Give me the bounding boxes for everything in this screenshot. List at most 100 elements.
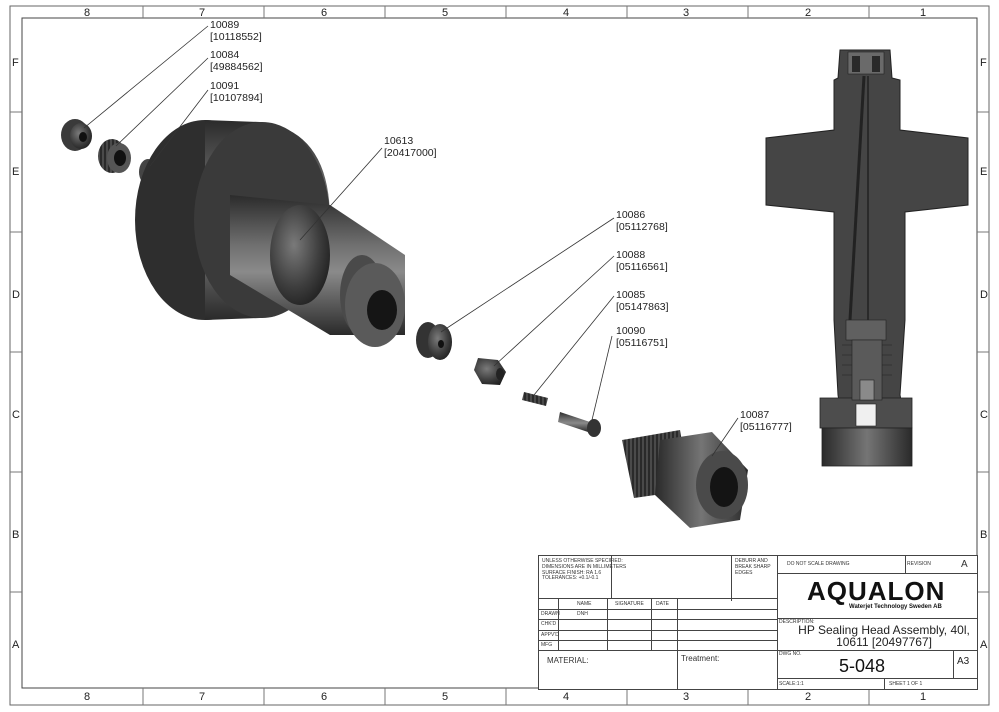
callout-part: 10090 [616,325,645,337]
material-label: MATERIAL: [547,656,589,665]
callout-part: 10613 [384,135,413,147]
zone-left-A: A [12,639,20,651]
do-not-scale-label: DO NOT SCALE DRAWING [787,561,850,567]
zone-top-1: 1 [920,7,926,19]
sheet-size: A3 [957,656,970,667]
zone-ticks [10,6,989,705]
zone-bottom-6: 6 [321,691,327,703]
zone-top-5: 5 [442,7,448,19]
tb-divider [539,609,777,610]
callout-part: 10085 [616,289,645,301]
zone-top-8: 8 [84,7,90,19]
title-block: UNLESS OTHERWISE SPECIFIED: DIMENSIONS A… [538,555,978,690]
zone-labels-right: F E D C B A [980,57,988,651]
col-signature: SIGNATURE [615,601,644,607]
col-date: DATE [656,601,669,607]
tb-divider [539,650,978,651]
zone-top-2: 2 [805,7,811,19]
zone-right-F: F [980,57,987,69]
part-10086-cylinder [416,322,452,360]
tb-divider [539,598,777,599]
zone-right-A: A [980,639,988,651]
drawing-number: 5-048 [839,656,886,676]
treatment-label: Treatment: [681,654,720,663]
callout-code: [20417000] [384,147,437,159]
callout-code: [05116751] [616,337,668,349]
callout-part: 10087 [740,409,769,421]
part-10084-nut [98,139,131,173]
row-chkd: CHK'D [541,621,557,627]
callout-code: [49884562] [210,61,263,73]
tb-divider [651,598,652,650]
callout-code: [05147863] [616,301,669,313]
zone-bottom-3: 3 [683,691,689,703]
zone-bottom-7: 7 [199,691,205,703]
callouts: 10089 [10118552] 10084 [49884562] 10091 … [210,19,792,433]
logo-wordmark: AQUALON [807,576,946,606]
callout-code: [05116561] [616,261,668,273]
part-10085-screw [522,392,548,406]
zone-labels-left: F E D C B A [12,57,20,651]
callout-code: [05116777] [740,421,792,433]
sheet-count: SHEET 1 OF 1 [889,681,923,687]
callout-code: [10118552] [210,31,262,43]
zone-left-F: F [12,57,19,69]
row-mfg: MFG [541,642,553,648]
callout-part: 10088 [616,249,645,261]
logo-subtitle: Waterjet Technology Sweden AB [849,604,942,610]
tb-divider [953,650,954,678]
tb-divider [539,619,777,620]
zone-bottom-5: 5 [442,691,448,703]
zone-right-C: C [980,409,988,421]
tb-divider [777,573,978,574]
tb-divider [607,598,608,650]
zone-top-4: 4 [563,7,569,19]
zone-left-B: B [12,529,19,541]
leader-lines [83,25,739,457]
part-10613-body [135,120,405,347]
row-appvd: APPV'D [541,632,559,638]
tolerance-note: UNLESS OTHERWISE SPECIFIED: DIMENSIONS A… [542,558,627,582]
section-view [765,49,969,467]
part-10090-pin [558,412,601,437]
zone-top-7: 7 [199,7,205,19]
tb-divider [539,630,777,631]
zone-bottom-1: 1 [920,691,926,703]
callout-part: 10084 [210,49,239,61]
tb-divider [558,598,559,650]
zone-labels-bottom: 8 7 6 5 4 3 2 1 [84,691,926,703]
zone-right-B: B [980,529,987,541]
company-logo: AQUALON Waterjet Technology Sweden AB [807,576,957,616]
zone-bottom-8: 8 [84,691,90,703]
zone-bottom-2: 2 [805,691,811,703]
zone-left-C: C [12,409,20,421]
scale: SCALE:1:1 [779,681,804,687]
part-10089-cap [61,119,92,151]
deburr-note: DEBURR AND BREAK SHARP EDGES [735,558,771,576]
callout-part: 10089 [210,19,239,31]
description-line1: HP Sealing Head Assembly, 40l, [798,623,970,637]
part-10087-fitting [622,430,748,528]
tb-divider [777,556,778,690]
zone-right-D: D [980,289,988,301]
zone-bottom-4: 4 [563,691,569,703]
callout-part: 10091 [210,80,239,92]
row-drawn: DRAWN [541,611,560,617]
zone-right-E: E [980,166,987,178]
zone-top-6: 6 [321,7,327,19]
zone-top-3: 3 [683,7,689,19]
col-name: NAME [577,601,592,607]
zone-labels-top: 8 7 6 5 4 3 2 1 [84,7,926,19]
tb-divider [777,618,978,619]
tb-divider [677,598,678,690]
tb-divider [777,678,978,679]
tb-divider [905,556,906,573]
zone-left-E: E [12,166,19,178]
callout-part: 10086 [616,209,645,221]
zone-left-D: D [12,289,20,301]
callout-code: [10107894] [210,92,263,104]
part-10088-hex [474,358,506,385]
tb-divider [884,678,885,690]
callout-code: [05112768] [616,221,668,233]
